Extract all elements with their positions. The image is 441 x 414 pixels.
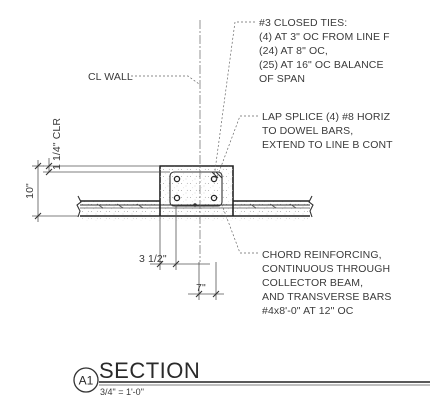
section-scale: 3/4" = 1'-0" bbox=[100, 387, 144, 397]
lap-splice-line: EXTEND TO LINE B CONT bbox=[262, 139, 393, 151]
chord-note-line: #4x8'-0" AT 12" OC bbox=[262, 305, 354, 317]
chord-note-line: CHORD REINFORCING, bbox=[262, 249, 382, 261]
ties-note: #3 CLOSED TIES: (4) AT 3" OC FROM LINE F… bbox=[259, 17, 390, 85]
subgrade bbox=[80, 216, 310, 221]
cl-wall-label: CL WALL bbox=[88, 71, 133, 83]
section-tag-circle bbox=[73, 367, 99, 393]
lap-splice-line: LAP SPLICE (4) #8 HORIZ bbox=[262, 111, 391, 123]
dimensions bbox=[32, 158, 224, 300]
width-dim-label: 7" bbox=[196, 282, 206, 294]
lap-splice-note: LAP SPLICE (4) #8 HORIZ TO DOWEL BARS, E… bbox=[262, 111, 393, 151]
ties-note-line: (4) AT 3" OC FROM LINE F bbox=[259, 31, 390, 43]
horiz-bar bbox=[173, 175, 181, 183]
leaders bbox=[131, 21, 258, 254]
height-dim-label: 10" bbox=[24, 183, 36, 199]
ties-note-line: #3 CLOSED TIES: bbox=[259, 17, 347, 29]
horiz-bar bbox=[173, 194, 181, 202]
offset-dim-label: 3 1/2" bbox=[139, 253, 167, 265]
ties-note-line: OF SPAN bbox=[259, 73, 305, 85]
collector-beam bbox=[159, 165, 234, 216]
ties-note-line: (25) AT 16" OC BALANCE bbox=[259, 59, 384, 71]
section-title: SECTION bbox=[99, 358, 200, 383]
clear-cover-dim-label: 1 1/4" CLR bbox=[51, 118, 63, 170]
section-tag: A1 bbox=[79, 374, 94, 388]
horiz-bar bbox=[210, 194, 218, 202]
chord-note: CHORD REINFORCING, CONTINUOUS THROUGH CO… bbox=[262, 249, 392, 317]
lap-splice-line: TO DOWEL BARS, bbox=[262, 125, 353, 137]
ties-note-line: (24) AT 8" OC, bbox=[259, 45, 328, 57]
chord-note-line: AND TRANSVERSE BARS bbox=[262, 291, 392, 303]
chord-note-line: CONTINUOUS THROUGH bbox=[262, 263, 390, 275]
section-title-block: A1 SECTION 3/4" = 1'-0" bbox=[73, 358, 430, 397]
chord-note-line: COLLECTOR BEAM, bbox=[262, 277, 363, 289]
